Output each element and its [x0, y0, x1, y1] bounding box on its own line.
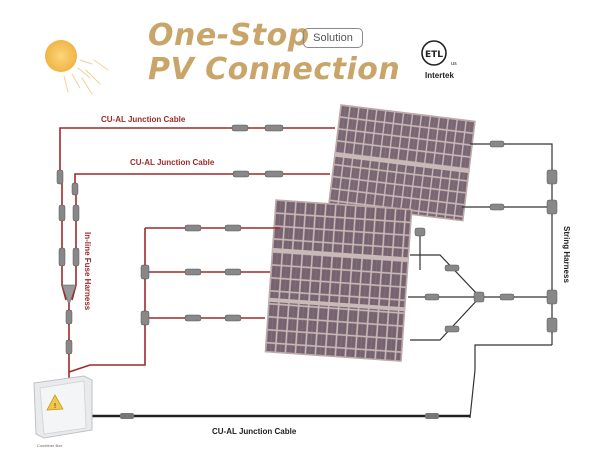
etl-certification-icon: ETL us [421, 40, 457, 67]
etl-us: us [451, 61, 457, 67]
sun-icon [45, 40, 109, 95]
solution-badge: Solution [303, 28, 363, 48]
intertek-label: Intertek [425, 71, 454, 80]
string-harness-label: String Harness [562, 226, 571, 283]
title-line-2: PV Connection [148, 52, 401, 87]
cable-connectors [56, 124, 558, 355]
solar-panel-top [327, 104, 476, 222]
etl-mark: ETL [425, 50, 443, 60]
combiner-box-icon: ! [33, 375, 93, 439]
cable-label-middle: CU-AL Junction Cable [130, 158, 215, 167]
title-line-1: One-Stop [148, 18, 310, 53]
fuse-harness-label: In-line Fuse Harness [83, 232, 92, 311]
solar-panel-main [264, 199, 413, 362]
svg-text:!: ! [54, 402, 57, 410]
bottom-junction-cable [90, 413, 470, 419]
cable-label-bottom: CU-AL Junction Cable [212, 427, 297, 436]
combiner-box-label: Combiner Box [37, 443, 63, 448]
cable-label-top: CU-AL Junction Cable [101, 115, 186, 124]
